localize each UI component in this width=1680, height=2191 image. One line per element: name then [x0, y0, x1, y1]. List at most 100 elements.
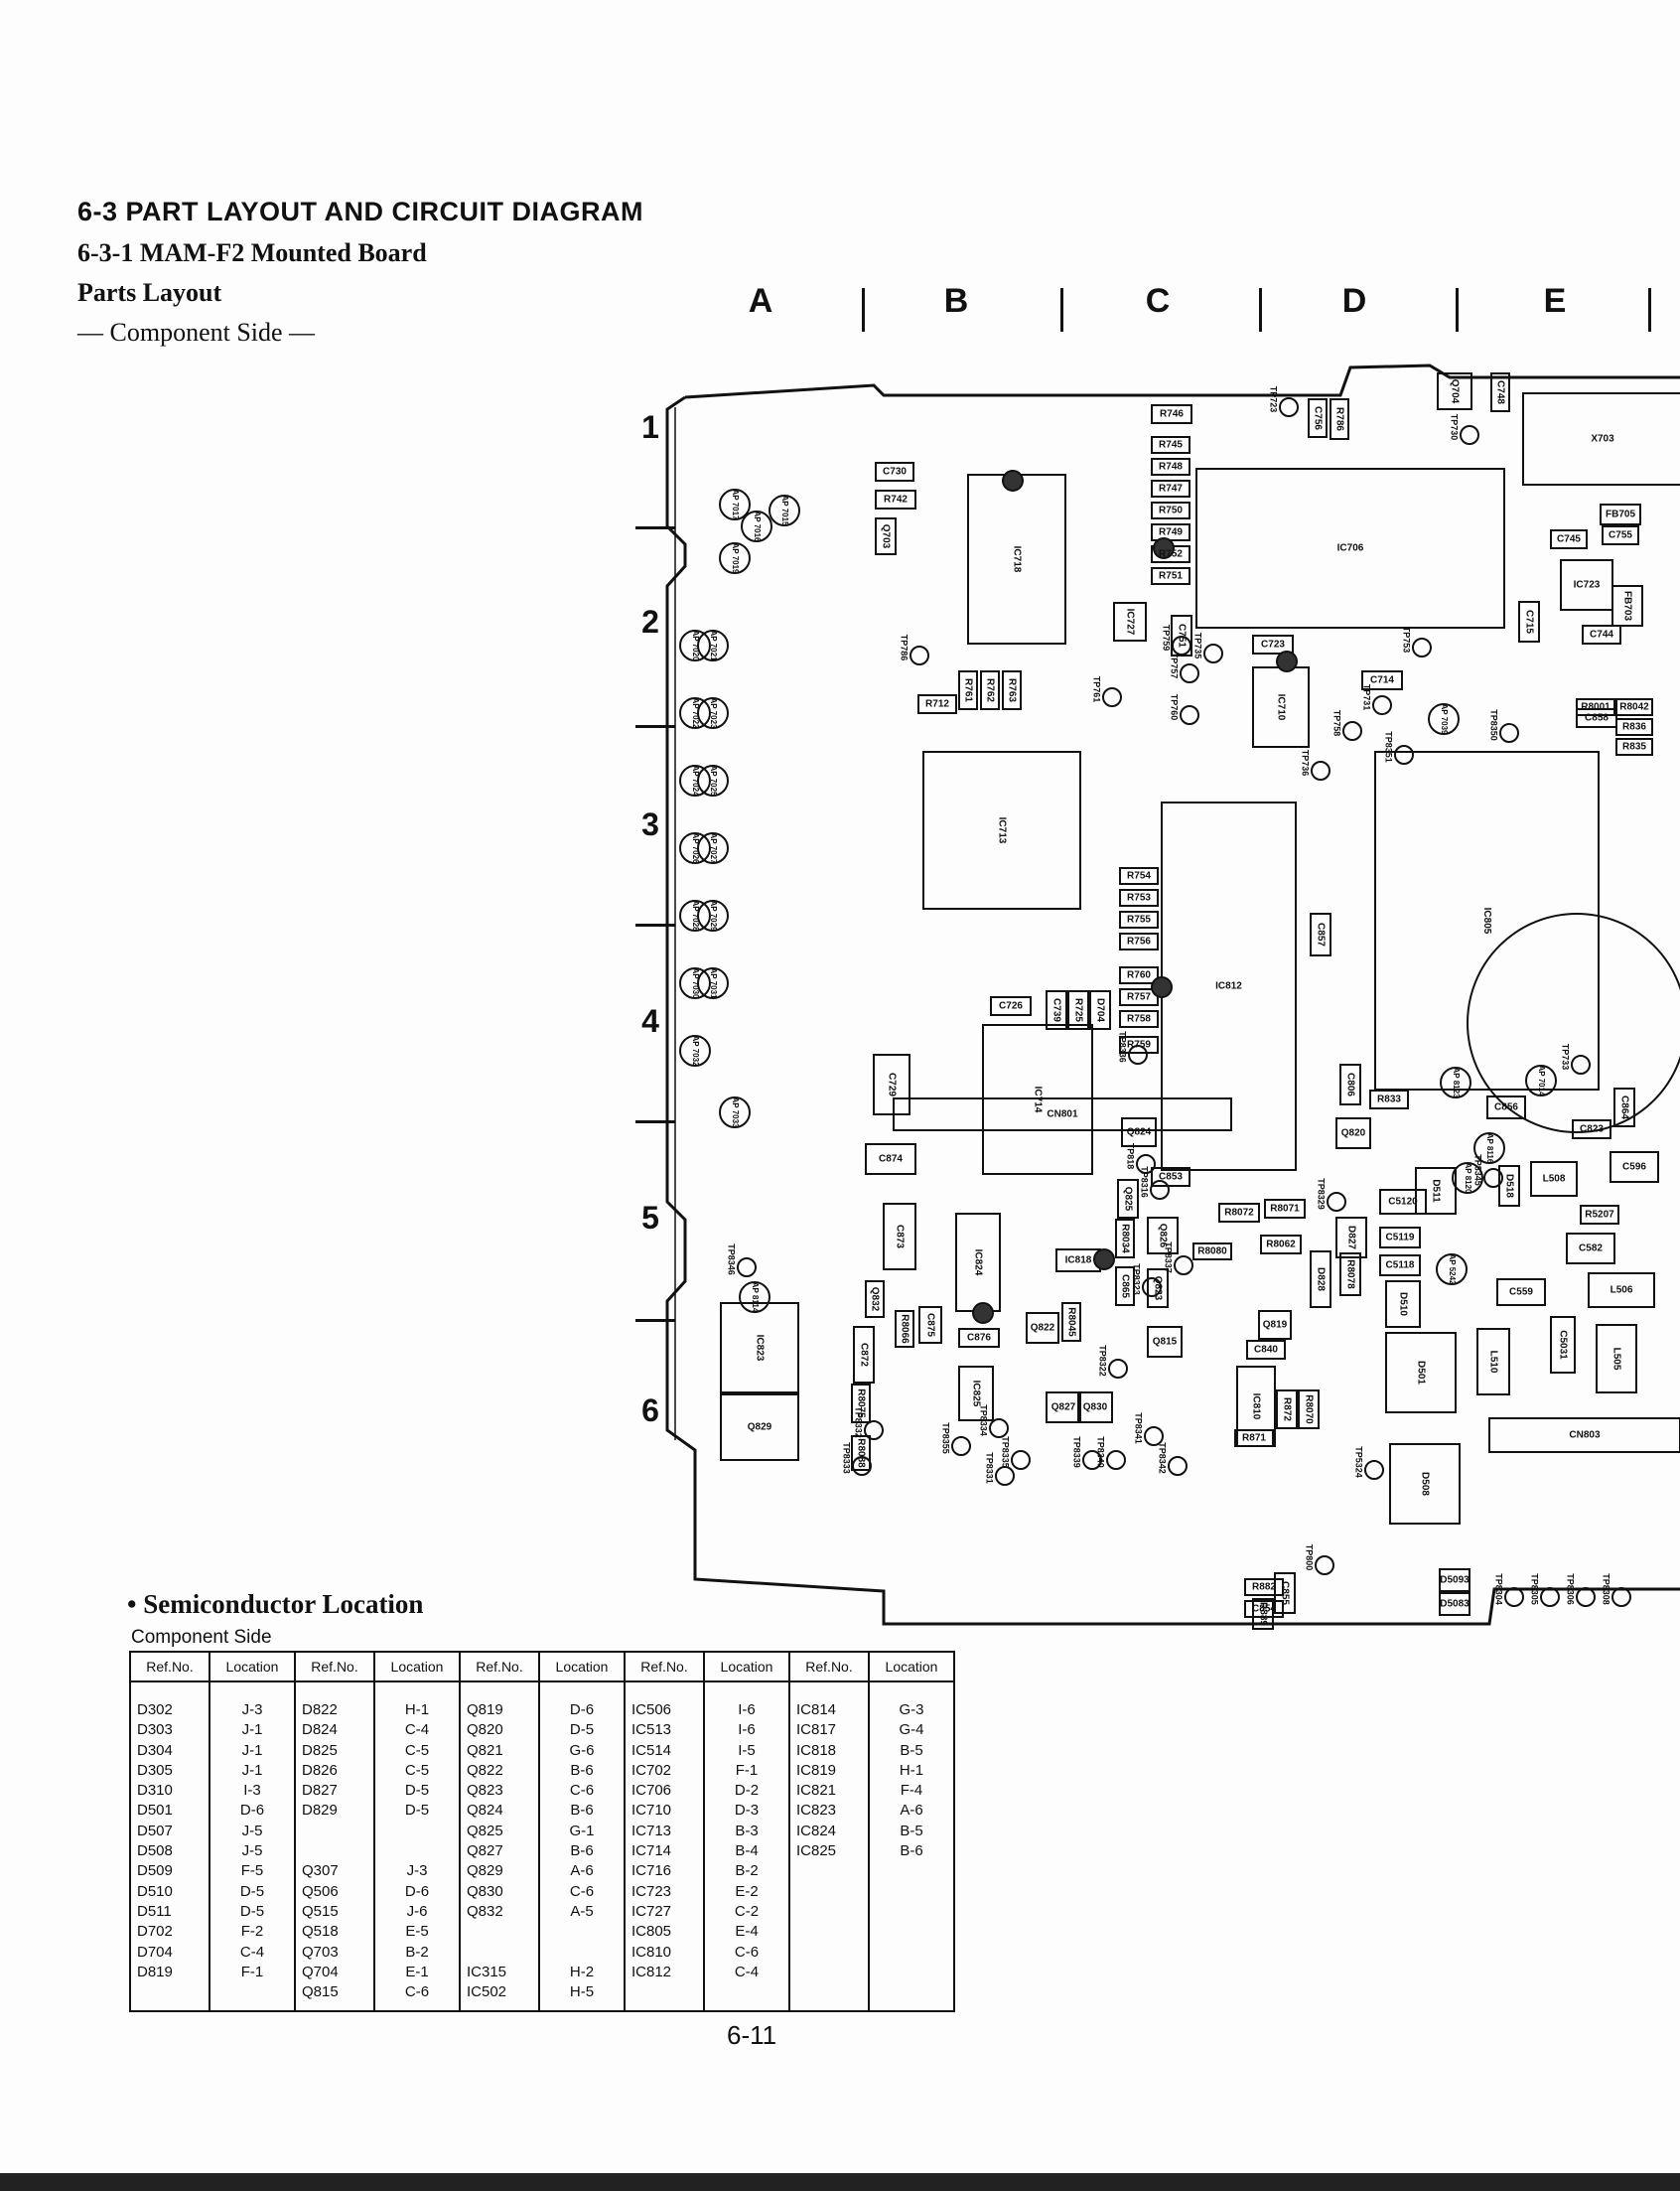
board-test-point-label: TP8306	[1566, 1573, 1576, 1605]
board-resistor-outline	[917, 694, 957, 714]
board-resistor: R763	[1006, 678, 1017, 702]
board-ic: IC718	[1011, 546, 1022, 573]
board-test-point-label: TP818	[1126, 1143, 1136, 1170]
location-value: E-4	[735, 1923, 759, 1941]
ref-number: D819	[137, 1963, 173, 1980]
ref-number: D702	[137, 1923, 173, 1941]
board-ic-outline	[1374, 751, 1600, 1091]
board-test-point	[1128, 1045, 1148, 1065]
board-ic-outline	[922, 751, 1081, 910]
board-transistor-outline	[1310, 1250, 1331, 1308]
board-test-point-label: TP8332	[854, 1406, 864, 1438]
ref-number: IC723	[631, 1882, 672, 1900]
ref-number: D825	[302, 1741, 338, 1759]
board-resistor-outline	[980, 670, 1000, 710]
location-value: B-6	[570, 1761, 594, 1779]
board-capacitor: C853	[1159, 1172, 1183, 1183]
board-test-point-label: TP735	[1193, 633, 1203, 659]
board-capacitor-outline	[853, 1326, 875, 1384]
board-test-point	[1315, 1555, 1334, 1575]
location-value: D-5	[569, 1721, 595, 1739]
board-test-point	[1142, 1277, 1162, 1297]
board-part-outline	[1530, 1161, 1578, 1197]
board-resistor-outline	[1615, 738, 1653, 756]
board-part-outline	[1488, 1417, 1680, 1453]
board-resistor-outline	[1061, 1302, 1081, 1342]
board-resistor: R759	[1127, 1040, 1151, 1051]
board-test-point	[1106, 1450, 1126, 1470]
board-resistor-outline	[1151, 458, 1190, 476]
semiconductor-location-title: • Semiconductor Location	[127, 1589, 424, 1619]
board-test-point	[1311, 761, 1330, 781]
board-transistor: Q830	[1083, 1402, 1108, 1413]
grid-row-1: 1	[641, 409, 659, 445]
board-transistor-outline	[1385, 1280, 1421, 1328]
board-resistor: R889	[1257, 1602, 1268, 1626]
board-capacitor-outline	[875, 462, 914, 482]
board-capacitor: C823	[1580, 1124, 1604, 1135]
board-capacitor-outline	[1490, 372, 1510, 412]
board-resistor-outline	[1244, 1578, 1284, 1596]
board-test-point-label: TP8336	[1118, 1031, 1128, 1063]
board-resistor: R5207	[1585, 1210, 1614, 1221]
header-location: Location	[868, 1651, 955, 1682]
location-value: C-6	[569, 1782, 595, 1800]
board-test-point-label: TP8308	[1602, 1573, 1611, 1605]
board-resistor-outline	[1580, 1205, 1619, 1225]
ref-number: Q827	[467, 1842, 503, 1860]
board-resistor-outline	[1119, 911, 1159, 929]
board-test-point-label: TP723	[1269, 386, 1279, 413]
board-transistor-outline	[1026, 1312, 1059, 1344]
location-value: I-6	[738, 1701, 756, 1718]
board-resistor: R752	[1159, 549, 1183, 560]
board-ap-label: AP 7025	[709, 766, 718, 798]
board-resistor-outline	[895, 1310, 914, 1348]
header-location: Location	[703, 1651, 790, 1682]
board-resistor-outline	[1192, 1242, 1232, 1260]
board-ap-point	[679, 697, 711, 729]
location-value: D-6	[239, 1802, 265, 1820]
board-resistor: R8034	[1119, 1224, 1130, 1253]
board-transistor: D511	[1430, 1179, 1441, 1203]
board-part-outline	[1611, 585, 1643, 627]
ref-number: IC818	[796, 1741, 837, 1759]
ref-number: IC812	[631, 1963, 672, 1980]
board-ap-label: AP 8116	[1485, 1133, 1494, 1164]
board-test-point	[989, 1418, 1009, 1438]
ref-number: D507	[137, 1822, 173, 1839]
board-resistor: R8042	[1619, 702, 1649, 713]
board-transistor-outline	[1117, 1179, 1139, 1219]
board-resistor-outline	[1151, 436, 1190, 454]
board-resistor: R882	[1252, 1582, 1276, 1593]
board-test-point-label: TP8345	[1473, 1154, 1483, 1186]
board-resistor-outline	[1151, 480, 1190, 498]
board-resistor: R8070	[1303, 1394, 1314, 1424]
board-capacitor: C729	[886, 1073, 897, 1096]
board-transistor-outline	[1335, 1217, 1367, 1258]
board-resistor: R8088	[855, 1438, 866, 1468]
board-test-point-label: TP8323	[1132, 1263, 1142, 1295]
board-capacitor-outline	[1252, 635, 1294, 655]
board-resistor-outline	[1339, 1252, 1361, 1296]
ref-number: IC315	[467, 1963, 507, 1980]
board-capacitor: C745	[1557, 534, 1581, 545]
board-test-point-label: TP757	[1170, 653, 1180, 679]
ref-number: Q822	[467, 1761, 503, 1779]
board-transistor-outline	[1439, 1568, 1470, 1592]
board-ap-point	[1436, 1253, 1468, 1285]
ref-number: IC514	[631, 1741, 672, 1759]
board-resistor-outline	[1119, 889, 1159, 907]
board-ap-point	[769, 495, 800, 526]
location-value: J-3	[241, 1701, 263, 1718]
board-transistor: Q832	[869, 1287, 880, 1312]
board-test-point	[1327, 1192, 1346, 1212]
ref-number: IC710	[631, 1802, 672, 1820]
board-ap-label: AP 7026	[691, 833, 700, 865]
ref-number: IC502	[467, 1983, 507, 2001]
location-value: J-5	[241, 1822, 263, 1839]
board-ic: IC825	[970, 1381, 981, 1407]
board-ic-outline	[1113, 602, 1147, 642]
board-test-point	[1412, 638, 1432, 657]
location-value: B-6	[900, 1842, 923, 1860]
semiconductor-location-subtitle: Component Side	[131, 1627, 272, 1648]
